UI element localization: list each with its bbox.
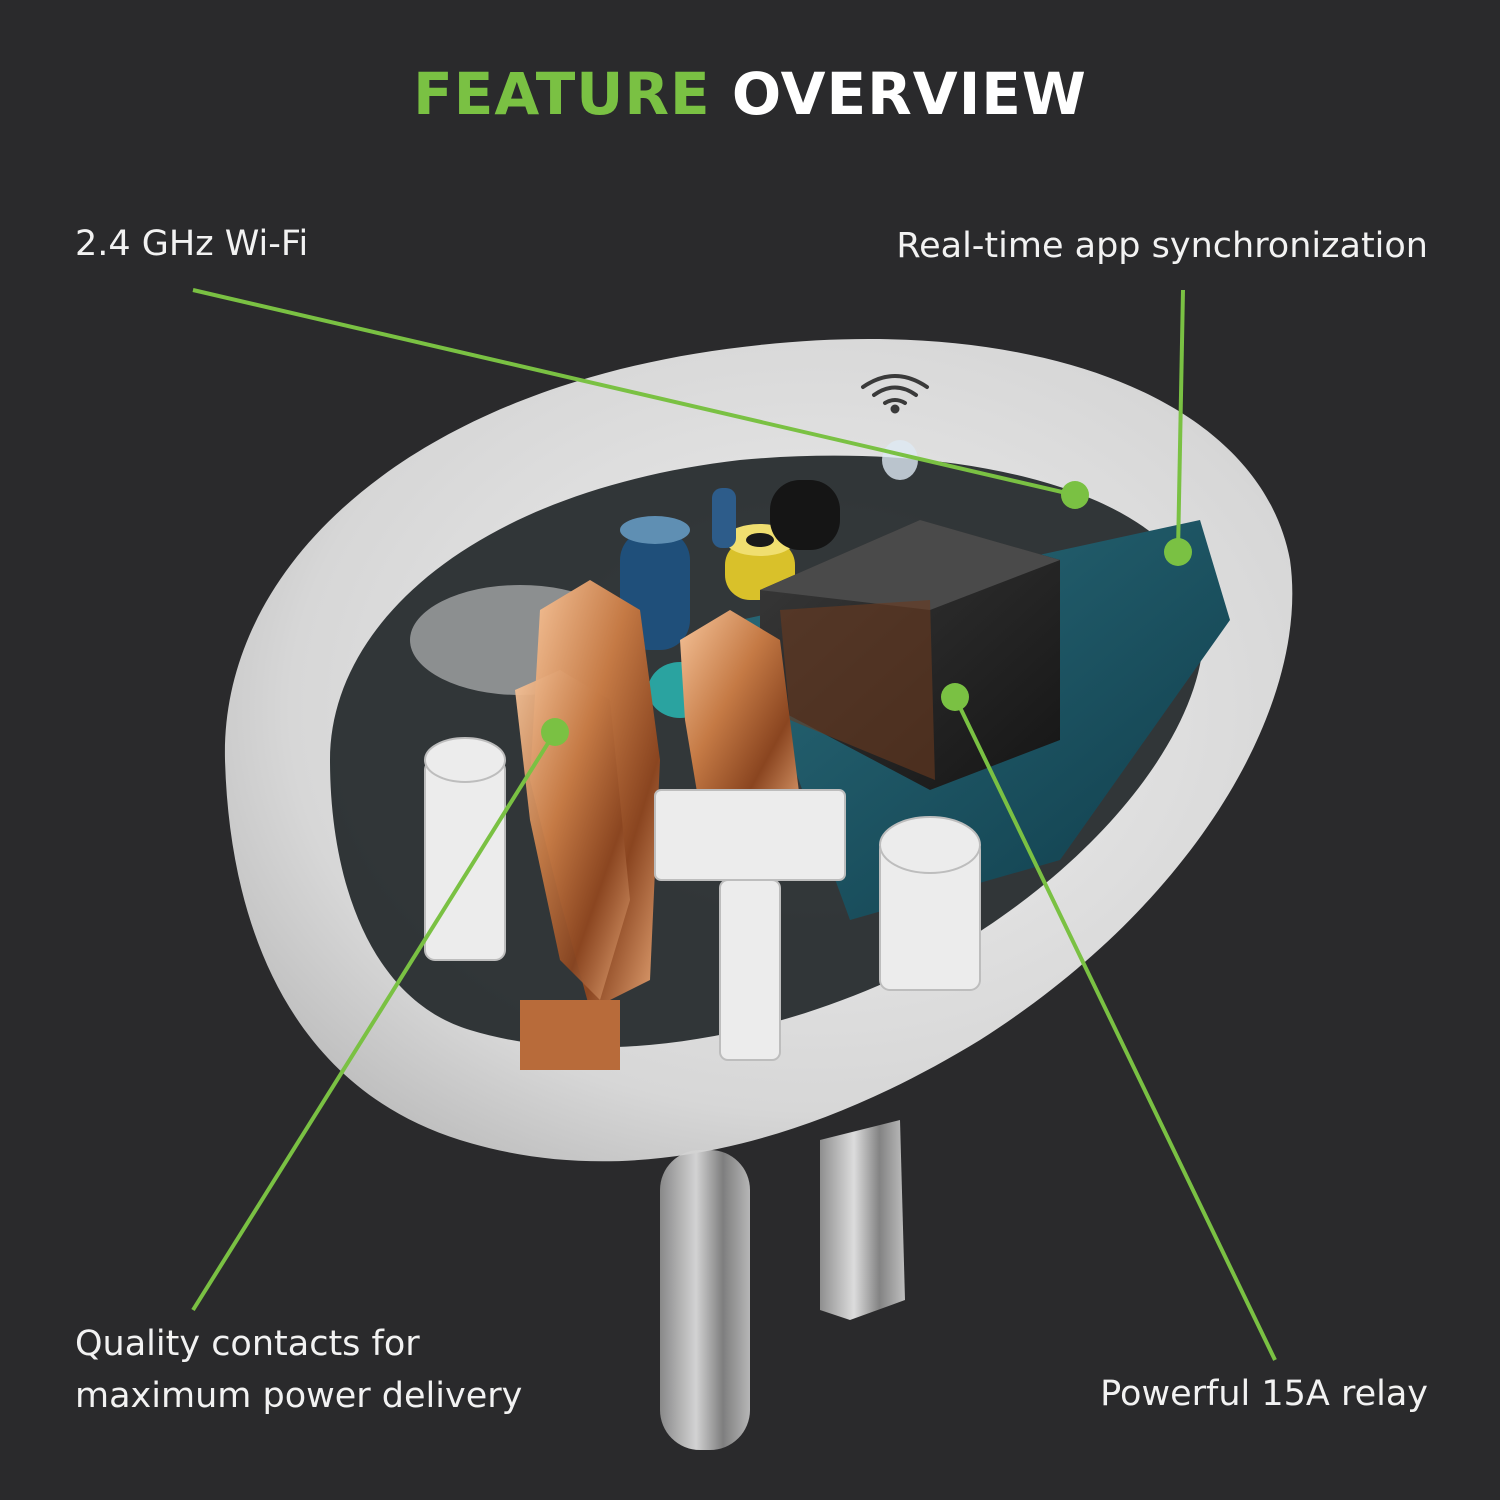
contacts-callout-dot [541, 718, 569, 746]
contacts-feature-label: Quality contacts for maximum power deliv… [75, 1318, 522, 1422]
contacts-callout-line [191, 730, 557, 1312]
sync-callout-line [1176, 289, 1185, 553]
relay-callout-dot [941, 683, 969, 711]
callout-lines [191, 288, 1277, 1361]
wifi-callout-line [192, 288, 1076, 497]
sync-callout-dot [1164, 538, 1192, 566]
wifi-feature-label: 2.4 GHz Wi-Fi [75, 224, 309, 264]
relay-callout-line [953, 696, 1277, 1361]
ground-prong [660, 1150, 750, 1450]
led-indicator [882, 440, 918, 480]
contacts-label-line2: maximum power delivery [75, 1376, 523, 1416]
plug-prongs [660, 1120, 905, 1450]
wifi-icon [861, 374, 929, 414]
wifi-callout-dot [1061, 481, 1089, 509]
relay [760, 520, 1060, 790]
flat-prong [820, 1120, 905, 1320]
sync-feature-label: Real-time app synchronization [896, 226, 1428, 266]
page-title: FEATURE OVERVIEW [0, 60, 1500, 128]
title-accent: FEATURE [413, 60, 711, 128]
contacts-label-line1: Quality contacts for [75, 1324, 420, 1364]
terminal-posts [424, 737, 981, 1061]
callout-dots [541, 481, 1192, 746]
title-main: OVERVIEW [731, 60, 1087, 128]
relay-feature-label: Powerful 15A relay [1100, 1374, 1428, 1414]
